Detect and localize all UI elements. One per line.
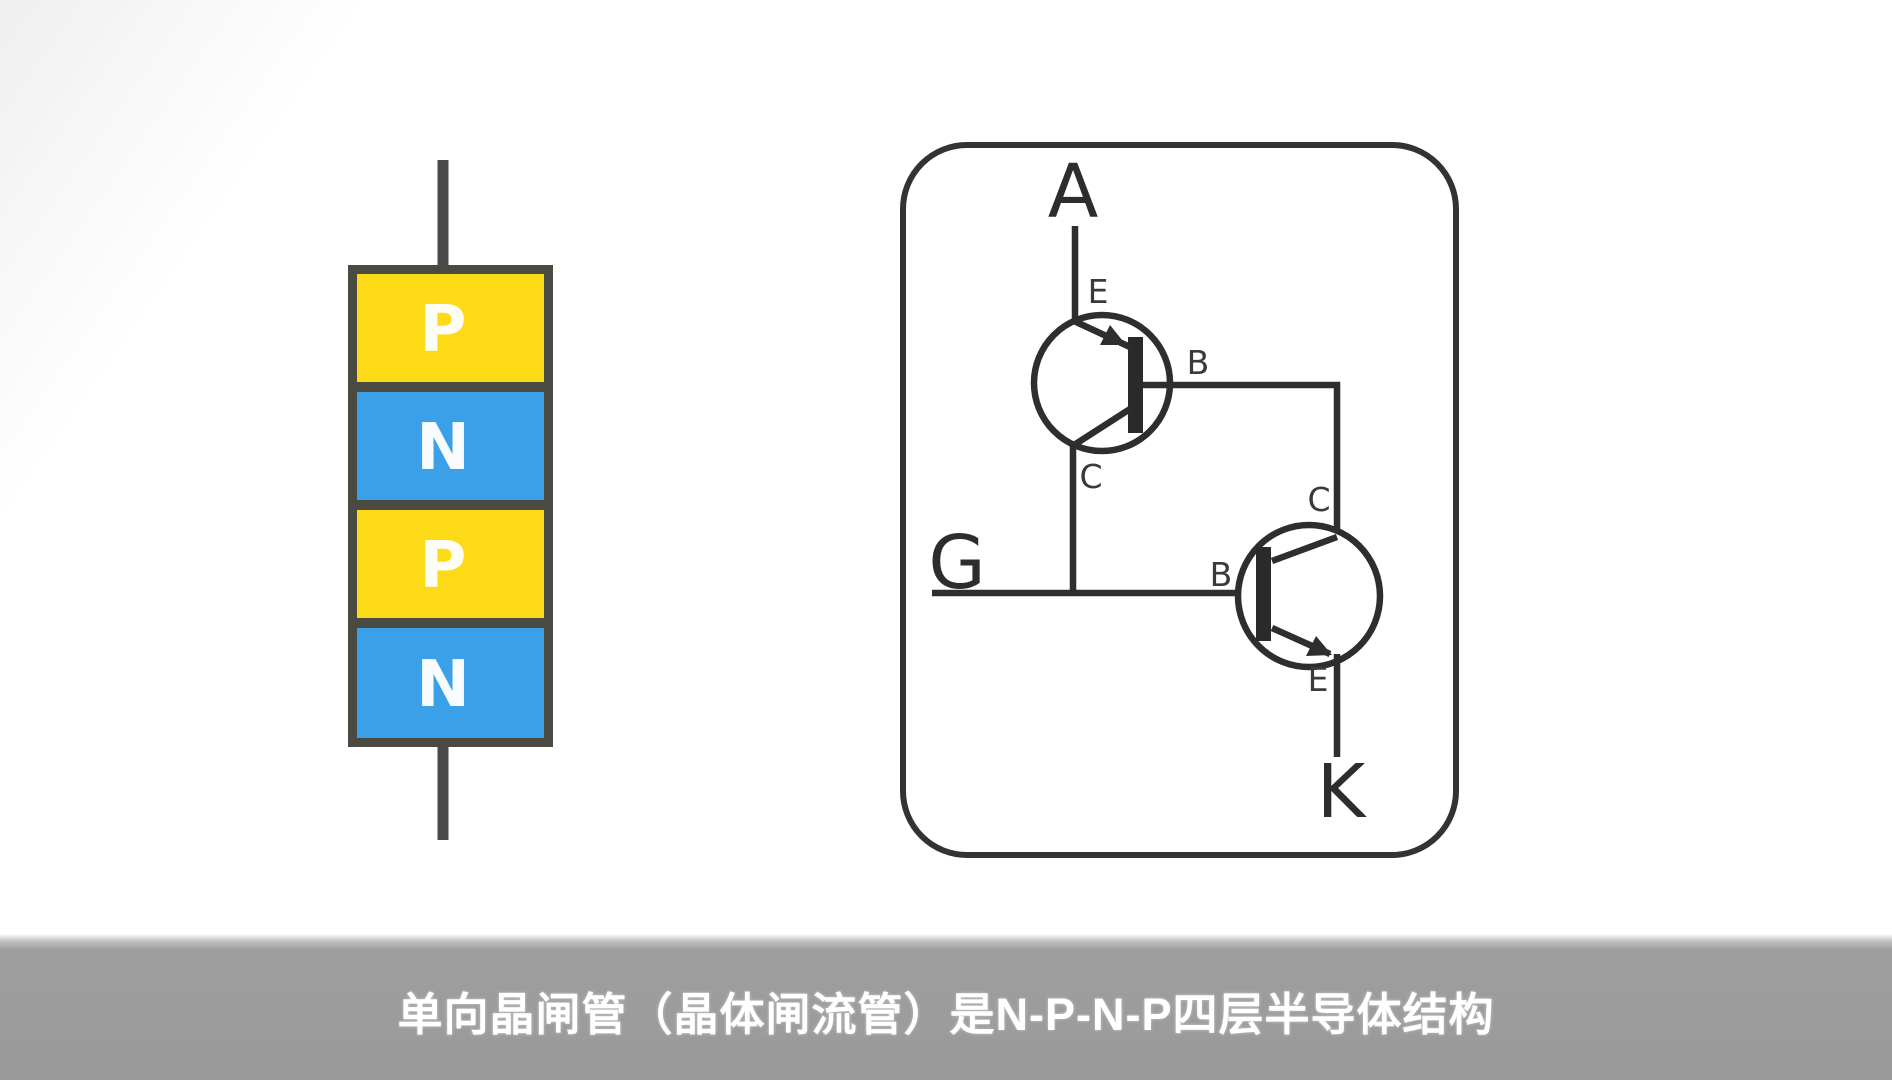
npn-base-bar <box>1256 547 1271 641</box>
npn-base-label: B <box>1210 555 1233 594</box>
circuit-border <box>900 142 1459 858</box>
cathode-label: K <box>1317 749 1368 835</box>
pnpn-stack: P N P N <box>348 160 553 840</box>
npn-transistor-symbol: C B E <box>1210 480 1384 699</box>
pnp-emitter-label: E <box>1088 272 1109 311</box>
base-to-collector-wire <box>1143 381 1341 537</box>
pnp-base-bar <box>1128 337 1143 433</box>
anode-label: A <box>1048 149 1099 235</box>
layer-n2 <box>357 628 544 738</box>
pnp-collector-label: C <box>1079 457 1102 496</box>
equivalent-circuit: A E B C G <box>900 142 1459 858</box>
layer-n1 <box>357 392 544 500</box>
pnp-collector-line <box>1072 406 1132 448</box>
pnp-base-label: B <box>1187 343 1210 382</box>
npn-collector-label: C <box>1307 480 1330 519</box>
npn-emitter-label: E <box>1308 660 1329 699</box>
pnp-emitter-arrow-icon <box>1100 325 1126 345</box>
caption-text: 单向晶闸管（晶体闸流管）是N-P-N-P四层半导体结构 <box>397 988 1495 1040</box>
layer-p2-label: P <box>420 529 467 603</box>
layer-p1-label: P <box>420 293 467 367</box>
caption-bar: 单向晶闸管（晶体闸流管）是N-P-N-P四层半导体结构 <box>0 934 1892 1080</box>
layer-n1-label: N <box>416 411 470 485</box>
layer-p2 <box>357 510 544 618</box>
layer-p1 <box>357 274 544 382</box>
layer-n2-label: N <box>416 648 470 722</box>
npn-emitter-arrow-icon <box>1306 636 1332 656</box>
npn-collector-line <box>1270 533 1339 565</box>
